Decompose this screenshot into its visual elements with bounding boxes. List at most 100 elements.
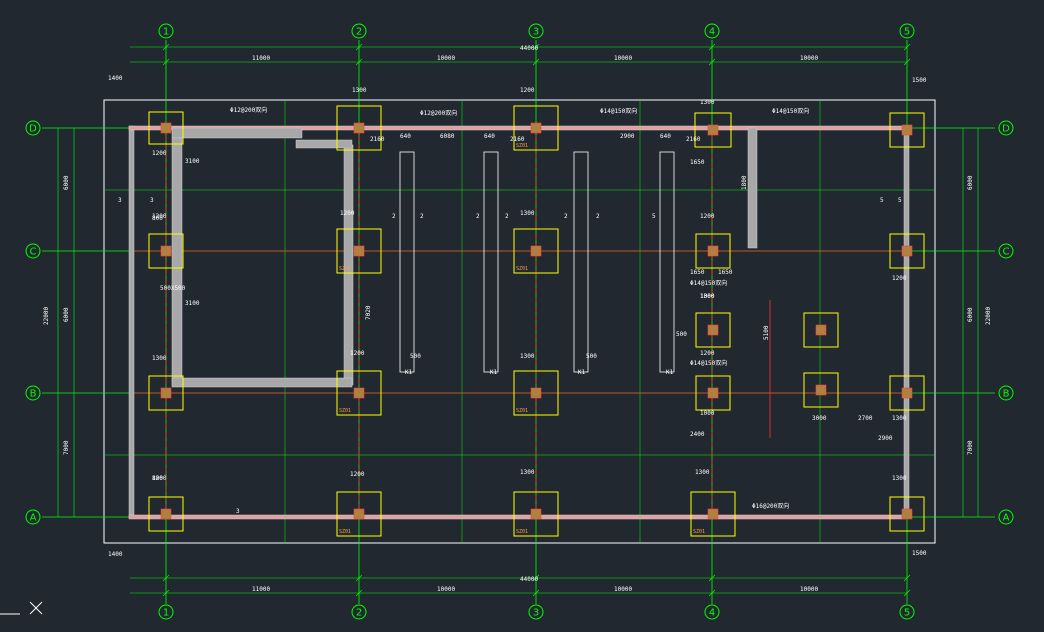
footing-label: SZ01 xyxy=(339,408,351,414)
section-mark-2-2: 2 xyxy=(476,213,480,220)
footing-size-4: 1300 xyxy=(520,210,535,217)
footing-5D xyxy=(889,112,925,148)
dim-tick xyxy=(355,43,363,51)
dim-edge-offset-top: 1400 xyxy=(108,75,123,82)
footing-size-1800: 1800 xyxy=(741,175,748,190)
dim-500x500: 500X500 xyxy=(160,285,186,292)
footing-4BC xyxy=(695,312,731,348)
dim-500-a: 500 xyxy=(410,353,421,360)
dim-tick xyxy=(532,589,540,597)
dim-edge-offset-bottom: 1400 xyxy=(108,551,123,558)
dim-2900: 2900 xyxy=(620,133,635,140)
dim-tick xyxy=(532,574,540,582)
footing-size-14: 1300 xyxy=(892,475,907,482)
dim-3100-b: 3100 xyxy=(185,300,200,307)
ucs-icon xyxy=(0,601,43,615)
footing-size-1000a: 1000 xyxy=(700,293,715,300)
pits xyxy=(399,151,675,373)
footing-size-12: 1300 xyxy=(695,469,710,476)
dim-tick xyxy=(903,43,911,51)
grid-bubble-right-C: C xyxy=(998,243,1014,259)
dim-tick xyxy=(708,58,716,66)
footing-5C xyxy=(889,233,925,269)
axis-lines xyxy=(129,126,909,519)
section-mark-2-5: 2 xyxy=(596,213,600,220)
dim-2160-b: 2160 xyxy=(510,136,525,143)
dim-left-row-2: 7000 xyxy=(63,440,70,455)
grid-bubble-bottom-1: 1 xyxy=(158,604,174,620)
grid-bubble-bottom-3: 3 xyxy=(528,604,544,620)
dim-5100: 5100 xyxy=(763,325,770,340)
dim-tick xyxy=(532,58,540,66)
section-mark-2-4: 2 xyxy=(564,213,568,220)
svg-text:A: A xyxy=(1003,513,1010,524)
footing-size-1000b: 1000 xyxy=(700,410,715,417)
section-mark-2-3: 2 xyxy=(505,213,509,220)
svg-text:C: C xyxy=(1003,247,1010,258)
dim-1650-b: 1650 xyxy=(718,269,733,276)
footing-2C: SZ02 xyxy=(336,228,382,274)
footing-extra-1 xyxy=(803,312,839,348)
footing-label: SZ01 xyxy=(516,266,528,272)
footing-size-10: 1300 xyxy=(520,469,535,476)
rebar-note-6: Φ14@150双向 xyxy=(690,359,727,367)
footing-3D: SZ01 xyxy=(513,105,559,151)
dim-tick xyxy=(708,43,716,51)
wall-right-long xyxy=(903,125,910,519)
dim-tick xyxy=(162,574,170,582)
svg-text:5: 5 xyxy=(904,608,910,619)
footing-size-1: 1200 xyxy=(520,87,535,94)
pit-label-1: K1 xyxy=(490,369,498,376)
grid-bubble-right-D: D xyxy=(998,120,1014,136)
dim-640-c: 640 xyxy=(660,133,671,140)
footing-4D xyxy=(694,112,732,148)
dim-tick xyxy=(532,43,540,51)
svg-text:3: 3 xyxy=(533,608,539,619)
room-wall-right xyxy=(343,144,354,386)
svg-text:C: C xyxy=(30,247,37,258)
dim-bottom-bay-2: 10000 xyxy=(614,586,632,593)
footing-label: SZ02 xyxy=(339,266,351,272)
pit-1 xyxy=(399,151,415,373)
dim-edge-offset-bottom-right: 1500 xyxy=(912,550,927,557)
svg-text:B: B xyxy=(1003,389,1010,400)
rebar-note-3: Φ14@150双向 xyxy=(600,107,637,115)
footing-size-6: 1300 xyxy=(700,293,715,300)
footing-size-16: 1300 xyxy=(152,355,167,362)
dim-top-total: 44000 xyxy=(520,45,538,52)
dim-tick xyxy=(162,43,170,51)
dim-left-row-0: 6000 xyxy=(63,175,70,190)
dim-1650-c: 1650 xyxy=(690,159,705,166)
dim-left-row-1: 6000 xyxy=(63,307,70,322)
footing-size-18: 1300 xyxy=(892,415,907,422)
dim-right-row-2: 7000 xyxy=(967,440,974,455)
footing-size-8: 1300 xyxy=(520,353,535,360)
pit-2 xyxy=(483,151,499,373)
footing-size-17: 1200 xyxy=(892,275,907,282)
footing-size-800a: 800 xyxy=(152,215,163,222)
wall-left-long xyxy=(128,125,135,519)
svg-text:4: 4 xyxy=(709,27,715,38)
grid-bubble-bottom-4: 4 xyxy=(704,604,720,620)
dim-top-bay-2: 10000 xyxy=(614,55,632,62)
dim-right-total: 22000 xyxy=(985,307,992,325)
svg-text:B: B xyxy=(30,389,37,400)
footing-4B xyxy=(695,375,731,411)
footing-size-3: 1200 xyxy=(340,210,355,217)
pit-3 xyxy=(573,151,589,373)
footing-3C: SZ01 xyxy=(513,228,559,274)
dim-tick xyxy=(355,58,363,66)
footing-5B xyxy=(889,375,925,411)
grid-bubble-bottom-2: 2 xyxy=(351,604,367,620)
footing-1A xyxy=(148,496,184,532)
dim-bottom-bay-0: 11000 xyxy=(252,586,270,593)
dim-top-bay-1: 10000 xyxy=(437,55,455,62)
footing-3B: SZ01 xyxy=(513,370,559,416)
annotations: 4400044000110001100010000100001000010000… xyxy=(43,45,992,593)
footing-extra-2 xyxy=(803,372,839,408)
grid-bubble-right-B: B xyxy=(998,385,1014,401)
svg-text:5: 5 xyxy=(904,27,910,38)
rebar-note-1: Φ12@200双向 xyxy=(230,106,267,114)
